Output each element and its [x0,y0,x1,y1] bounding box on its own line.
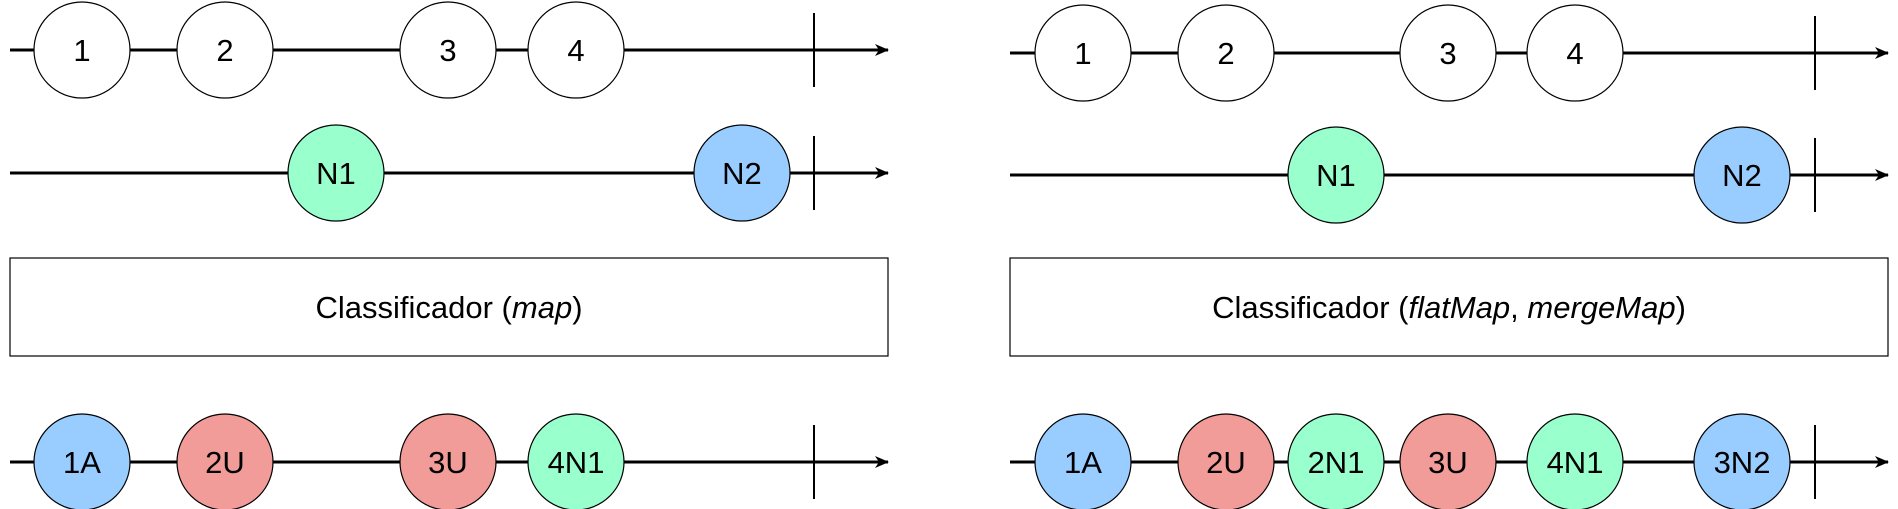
marble-circle [33,413,131,509]
marble-label: 3 [1439,36,1456,71]
output-stream-marble: 2U [176,413,274,509]
output-stream-marble: 2N1 [1287,413,1385,509]
notifier-stream: N1 N2 [10,124,889,222]
marble-label: 4N1 [548,445,605,480]
output-stream-marble: 3U [1399,413,1497,509]
marble-circle [1287,413,1385,509]
input-stream-marble: 3 [1399,4,1497,102]
output-stream-marble: 4N1 [1526,413,1624,509]
marble-circle [1693,413,1791,509]
operator-suffix: ) [572,290,582,325]
marble-label: 3N2 [1714,445,1771,480]
input-stream-marble: 1 [1034,4,1132,102]
operator-prefix: Classificador ( [1212,290,1409,325]
marble-circle [33,1,131,99]
input-stream-marble: 3 [399,1,497,99]
output-stream: 1A 2U 2N1 3U 4N1 3N2 [1010,413,1889,509]
marble-label: 1A [63,445,101,480]
marble-circle [1177,413,1275,509]
marble-label: N1 [316,156,356,191]
marble-circle [1526,4,1624,102]
input-stream-marble: 4 [527,1,625,99]
marble-circle [1693,126,1791,224]
input-stream: 1 2 3 4 [10,1,889,99]
marble-circle [176,1,274,99]
operator-label: Classificador (flatMap, mergeMap) [1212,290,1686,325]
marble-circle [287,124,385,222]
notifier-stream-marble: N1 [287,124,385,222]
marble-circle [399,1,497,99]
operator-name: flatMap [1408,290,1510,325]
input-stream-marble: 4 [1526,4,1624,102]
input-stream-marble: 2 [1177,4,1275,102]
marble-circle [1399,413,1497,509]
marble-circle [399,413,497,509]
operator-separator: , [1510,290,1527,325]
output-stream-marble: 1A [33,413,131,509]
marble-label: 3U [428,445,468,480]
marble-circle [1526,413,1624,509]
notifier-stream-marble: N1 [1287,126,1385,224]
output-stream-marble: 1A [1034,413,1132,509]
marble-label: 3 [439,33,456,68]
marble-label: 3U [1428,445,1468,480]
marble-circle [1177,4,1275,102]
marble-label: 4 [567,33,584,68]
marble-circle [1034,413,1132,509]
operator-prefix: Classificador ( [315,290,512,325]
output-stream-marble: 3N2 [1693,413,1791,509]
marble-circle [693,124,791,222]
operator-name: mergeMap [1527,290,1675,325]
operator-suffix: ) [1676,290,1686,325]
marble-label: 4N1 [1547,445,1604,480]
marble-label: N1 [1316,158,1356,193]
operator-frame [1009,257,1889,357]
input-stream-marble: 1 [33,1,131,99]
output-stream-marble: 4N1 [527,413,625,509]
marble-label: 2U [1206,445,1246,480]
notifier-stream-marble: N2 [693,124,791,222]
input-stream: 1 2 3 4 [1010,4,1889,102]
operator-box: Classificador (map) [9,257,889,357]
input-stream-marble: 2 [176,1,274,99]
marble-label: N2 [1722,158,1762,193]
operator-label: Classificador (map) [315,290,582,325]
marble-circle [1399,4,1497,102]
marble-label: 1A [1064,445,1102,480]
marble-label: 2U [205,445,245,480]
marble-label: 2 [1217,36,1234,71]
output-stream: 1A 2U 3U 4N1 [10,413,889,509]
output-stream-marble: 2U [1177,413,1275,509]
marble-circle [527,1,625,99]
operator-frame [9,257,889,357]
marble-label: 2 [216,33,233,68]
marble-circle [1287,126,1385,224]
marble-label: 1 [1074,36,1091,71]
marble-label: 4 [1566,36,1583,71]
marble-circle [1034,4,1132,102]
notifier-stream-marble: N2 [1693,126,1791,224]
marble-label: 2N1 [1308,445,1365,480]
notifier-stream: N1 N2 [1010,126,1889,224]
marble-label: N2 [722,156,762,191]
output-stream-marble: 3U [399,413,497,509]
operator-box: Classificador (flatMap, mergeMap) [1009,257,1889,357]
marble-circle [527,413,625,509]
marble-label: 1 [73,33,90,68]
marble-circle [176,413,274,509]
operator-name: map [512,290,572,325]
